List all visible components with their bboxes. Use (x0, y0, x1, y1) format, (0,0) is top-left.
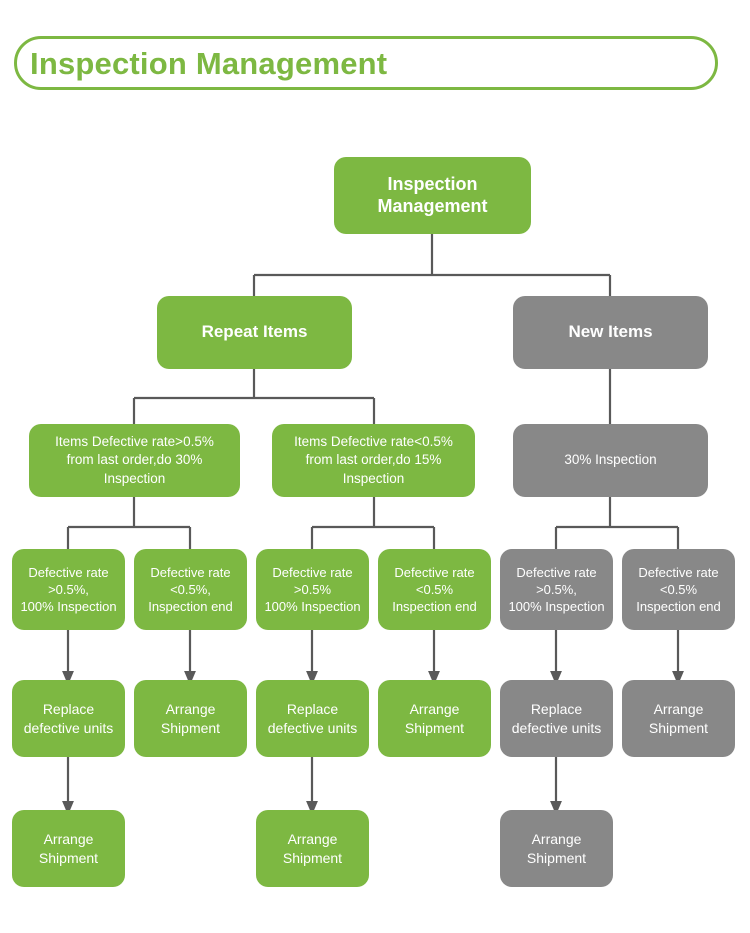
node-action-2[interactable]: Arrange Shipment (134, 680, 247, 757)
node-label: Defective rate >0.5%, 100% Inspection (20, 564, 117, 615)
node-branch-6[interactable]: Defective rate <0.5% Inspection end (622, 549, 735, 630)
node-label: Replace defective units (23, 701, 114, 736)
node-action-5[interactable]: Replace defective units (500, 680, 613, 757)
node-label: Defective rate <0.5%, Inspection end (148, 564, 233, 615)
node-label: Arrange Shipment (404, 701, 465, 736)
node-action-4[interactable]: Arrange Shipment (378, 680, 491, 757)
node-action-3[interactable]: Replace defective units (256, 680, 369, 757)
node-shipment-2[interactable]: Arrange Shipment (256, 810, 369, 887)
node-new-30-inspection[interactable]: 30% Inspection (513, 424, 708, 497)
node-shipment-3[interactable]: Arrange Shipment (500, 810, 613, 887)
node-label: Replace defective units (511, 701, 602, 736)
node-branch-4[interactable]: Defective rate <0.5% Inspection end (378, 549, 491, 630)
node-label: Arrange Shipment (38, 831, 99, 866)
node-inspection-management[interactable]: Inspection Management (334, 157, 531, 234)
node-repeat-defective-gt[interactable]: Items Defective rate>0.5% from last orde… (29, 424, 240, 497)
node-label: Arrange Shipment (160, 701, 221, 736)
node-label: Arrange Shipment (648, 701, 709, 736)
node-label: Defective rate <0.5% Inspection end (392, 564, 477, 615)
node-label: Inspection Management (377, 174, 488, 216)
node-label: Arrange Shipment (526, 831, 587, 866)
node-repeat-defective-lt[interactable]: Items Defective rate<0.5% from last orde… (272, 424, 475, 497)
node-label: Defective rate >0.5% 100% Inspection (264, 564, 361, 615)
header-banner (14, 36, 718, 90)
node-action-6[interactable]: Arrange Shipment (622, 680, 735, 757)
node-action-1[interactable]: Replace defective units (12, 680, 125, 757)
node-label: Items Defective rate<0.5% from last orde… (294, 434, 453, 486)
node-repeat-items[interactable]: Repeat Items (157, 296, 352, 369)
node-label: Defective rate <0.5% Inspection end (636, 564, 721, 615)
node-branch-2[interactable]: Defective rate <0.5%, Inspection end (134, 549, 247, 630)
node-label: Arrange Shipment (282, 831, 343, 866)
node-label: New Items (568, 322, 653, 342)
page-title: Inspection Management (30, 46, 388, 81)
node-label: Replace defective units (267, 701, 358, 736)
node-branch-1[interactable]: Defective rate >0.5%, 100% Inspection (12, 549, 125, 630)
node-branch-3[interactable]: Defective rate >0.5% 100% Inspection (256, 549, 369, 630)
node-shipment-1[interactable]: Arrange Shipment (12, 810, 125, 887)
node-new-items[interactable]: New Items (513, 296, 708, 369)
node-label: Defective rate >0.5%, 100% Inspection (508, 564, 605, 615)
node-branch-5[interactable]: Defective rate >0.5%, 100% Inspection (500, 549, 613, 630)
node-label: 30% Inspection (564, 452, 657, 468)
node-label: Items Defective rate>0.5% from last orde… (55, 434, 214, 486)
node-label: Repeat Items (201, 322, 308, 342)
